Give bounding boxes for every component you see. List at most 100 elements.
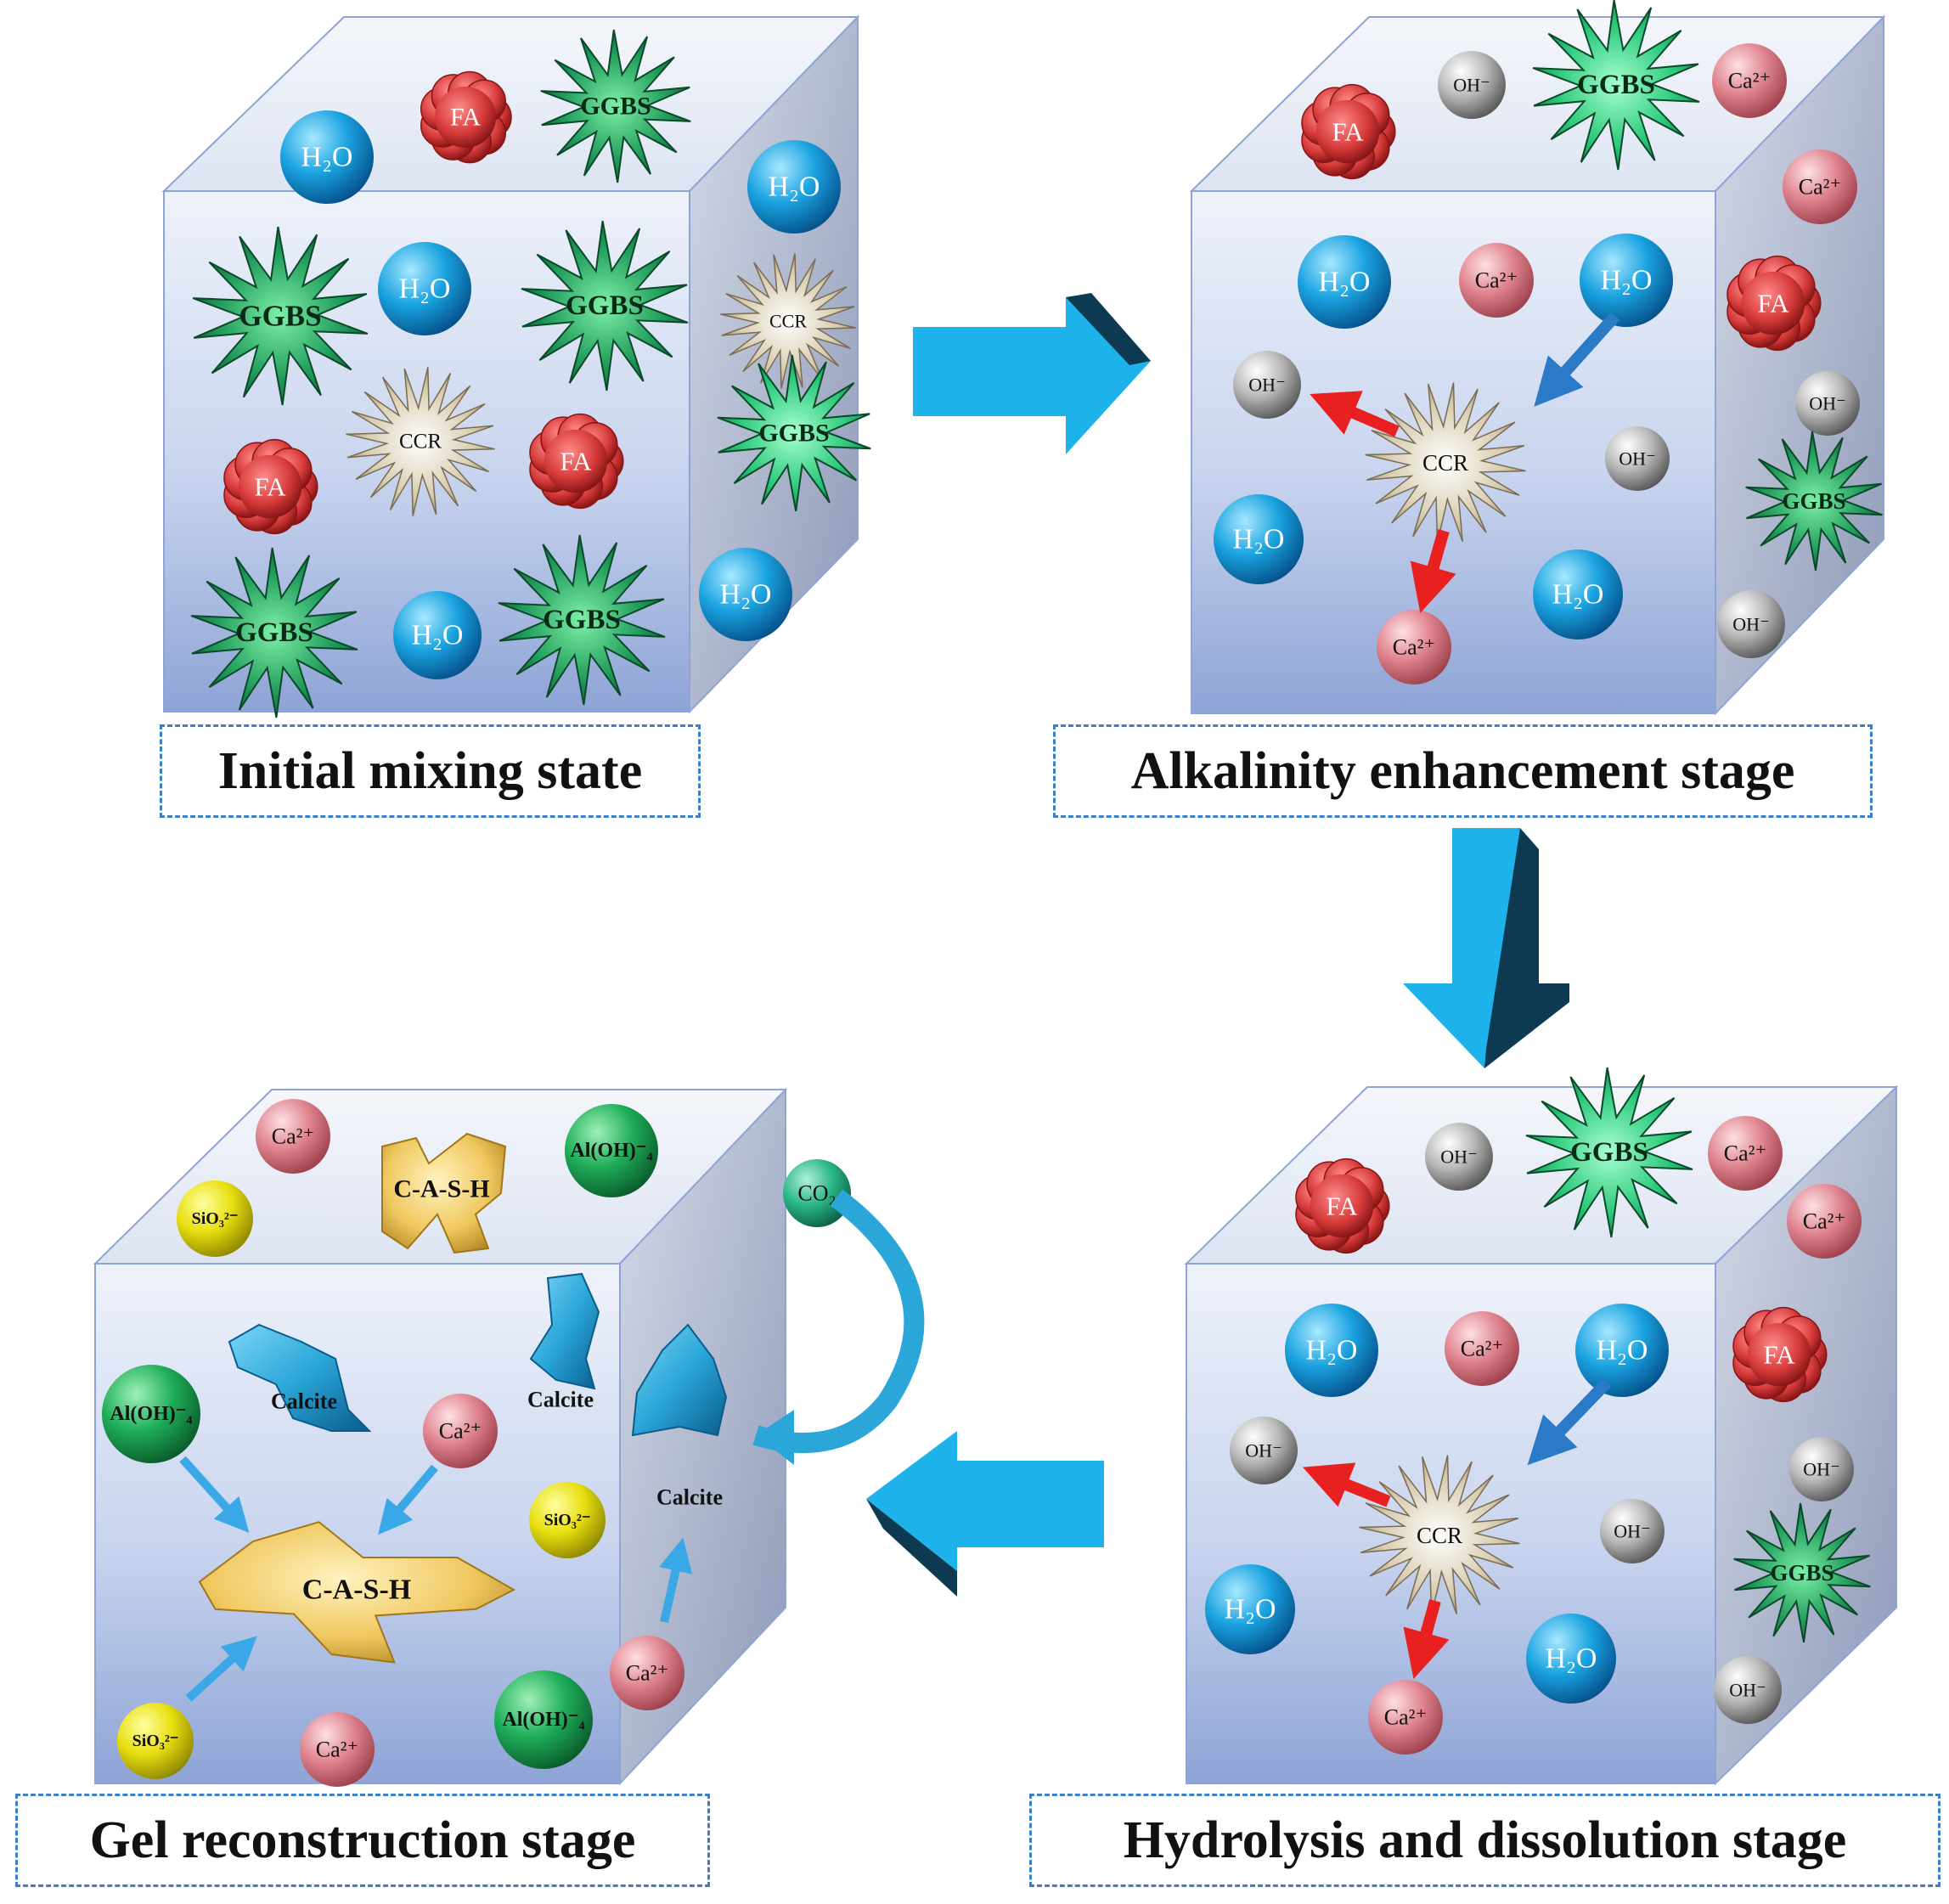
caption-alkalinity-stage: Alkalinity enhancement stage xyxy=(1053,724,1873,818)
reaction-arrows-alkalinity xyxy=(1310,312,1620,613)
particle-label: Al(OH)⁻₄ xyxy=(502,1709,584,1731)
water-molecule: H₂O xyxy=(1575,1304,1669,1397)
particle-label: GGBS xyxy=(566,290,644,321)
calcium-ion: Ca²⁺ xyxy=(1712,43,1787,118)
particle-label: Ca²⁺ xyxy=(1728,69,1771,93)
water-molecule: H₂O xyxy=(1205,1564,1295,1654)
ggbs-particle: GGBS xyxy=(1745,431,1883,572)
particle-label: OH⁻ xyxy=(1619,448,1655,470)
fly-ash-particle: FA xyxy=(1295,1158,1390,1254)
flow-arrow-right xyxy=(913,293,1151,454)
hydroxide-ion: OH⁻ xyxy=(1717,590,1785,658)
particle-label: OH⁻ xyxy=(1732,614,1769,635)
reaction-arrows-hydrolysis xyxy=(1303,1378,1612,1679)
cash-gel: C-A-S-H xyxy=(198,1521,516,1664)
particle-label: Ca²⁺ xyxy=(1393,635,1435,660)
ggbs-particle: GGBS xyxy=(190,547,358,718)
silicate-ion: SiO₃²⁻ xyxy=(529,1482,606,1558)
particle-label: CCR xyxy=(769,311,807,332)
ggbs-particle: GGBS xyxy=(1733,1502,1871,1643)
particle-label: H₂O xyxy=(1552,579,1604,611)
calcium-ion: Ca²⁺ xyxy=(300,1712,375,1787)
hydroxide-ion: OH⁻ xyxy=(1789,1437,1854,1501)
aluminate-ion: Al(OH)⁻₄ xyxy=(102,1365,200,1463)
water-molecule: H₂O xyxy=(1526,1614,1616,1704)
fly-ash-particle: FA xyxy=(223,438,318,535)
particle-label: Ca²⁺ xyxy=(1803,1209,1845,1234)
calcium-ion: Ca²⁺ xyxy=(423,1394,498,1468)
fly-ash-particle: FA xyxy=(1726,255,1822,352)
particle-label: GGBS xyxy=(1782,488,1845,514)
particle-label: GGBS xyxy=(1570,1137,1648,1168)
caption-gel-stage: Gel reconstruction stage xyxy=(15,1794,710,1887)
ggbs-particle: GGBS xyxy=(192,226,369,406)
water-molecule: H₂O xyxy=(393,591,482,679)
particle-label: Al(OH)⁻₄ xyxy=(570,1140,652,1162)
calcium-ion: Ca²⁺ xyxy=(1783,149,1857,224)
calcium-ion: Ca²⁺ xyxy=(1445,1311,1519,1386)
particle-label: H₂O xyxy=(1306,1335,1358,1366)
water-molecule: H₂O xyxy=(1298,235,1391,329)
water-molecule: H₂O xyxy=(1214,494,1304,584)
particle-label: H₂O xyxy=(301,142,353,173)
calcite-crystal: Calcite xyxy=(631,1323,728,1510)
particle-label: OH⁻ xyxy=(1803,1459,1839,1480)
particle-label: GGBS xyxy=(239,300,321,333)
particle-label: H₂O xyxy=(1601,265,1653,296)
hydroxide-ion: OH⁻ xyxy=(1425,1123,1493,1191)
particle-label: OH⁻ xyxy=(1440,1146,1477,1168)
particle-label: Ca²⁺ xyxy=(1475,268,1518,293)
hydroxide-ion: OH⁻ xyxy=(1438,51,1506,119)
flow-arrow-left xyxy=(866,1431,1104,1597)
carbon-dioxide: CO₂ xyxy=(783,1159,851,1227)
particle-label: CCR xyxy=(1422,450,1468,476)
reaction-arrows-gel xyxy=(179,1189,925,1702)
particle-label: Calcite xyxy=(527,1388,594,1412)
particle-label: OH⁻ xyxy=(1809,393,1845,414)
particle-label: Ca²⁺ xyxy=(1384,1705,1427,1730)
particle-label: GGBS xyxy=(543,605,621,635)
particle-label: Ca²⁺ xyxy=(316,1738,358,1762)
particle-label: H₂O xyxy=(412,620,464,651)
particle-label: Ca²⁺ xyxy=(1461,1337,1503,1361)
particle-label: C-A-S-H xyxy=(393,1175,489,1203)
particle-label: Ca²⁺ xyxy=(439,1419,482,1444)
water-molecule: H₂O xyxy=(1285,1304,1378,1397)
particle-label: Ca²⁺ xyxy=(272,1124,314,1149)
particle-label: H₂O xyxy=(769,172,820,203)
silicate-ion: SiO₃²⁻ xyxy=(177,1180,253,1257)
aluminate-ion: Al(OH)⁻₄ xyxy=(565,1104,658,1197)
particle-label: FA xyxy=(1757,289,1789,318)
particle-layer: H₂O FA GGBS H₂O GGBS H₂O GGBS CCR FA CCR FA GGBS GGB… xyxy=(102,0,1883,1787)
particle-label: CCR xyxy=(399,431,442,453)
particle-label: OH⁻ xyxy=(1614,1521,1650,1542)
particle-label: GGBS xyxy=(1577,70,1655,100)
particle-label: Ca²⁺ xyxy=(1799,175,1841,200)
calcium-ion: Ca²⁺ xyxy=(256,1099,330,1174)
particle-label: FA xyxy=(450,104,481,132)
particle-label: H₂O xyxy=(1225,1594,1276,1625)
fly-ash-particle: FA xyxy=(1301,83,1396,180)
aluminate-ion: Al(OH)⁻₄ xyxy=(494,1670,593,1769)
ccr-particle: CCR xyxy=(1359,1455,1520,1616)
calcite-crystal: Calcite xyxy=(527,1272,600,1412)
particle-label: CCR xyxy=(1417,1523,1462,1548)
caption-initial-stage: Initial mixing state xyxy=(160,724,701,818)
particle-label: FA xyxy=(254,472,286,502)
fly-ash-particle: FA xyxy=(420,70,512,164)
hydroxide-ion: OH⁻ xyxy=(1605,426,1670,491)
water-molecule: H₂O xyxy=(747,140,841,234)
particle-label: Calcite xyxy=(656,1485,723,1510)
ccr-particle: CCR xyxy=(346,367,495,516)
particle-label: FA xyxy=(1326,1191,1358,1221)
ggbs-particle: GGBS xyxy=(540,29,691,183)
ggbs-particle: GGBS xyxy=(1525,1067,1693,1238)
calcium-ion: Ca²⁺ xyxy=(610,1636,684,1710)
particle-label: GGBS xyxy=(235,617,313,648)
particle-label: SiO₃²⁻ xyxy=(544,1511,591,1529)
cash-gel: C-A-S-H xyxy=(381,1132,507,1254)
ccr-particle: CCR xyxy=(1365,382,1526,544)
hydroxide-ion: OH⁻ xyxy=(1230,1417,1298,1484)
particle-label: H₂O xyxy=(1546,1643,1597,1675)
